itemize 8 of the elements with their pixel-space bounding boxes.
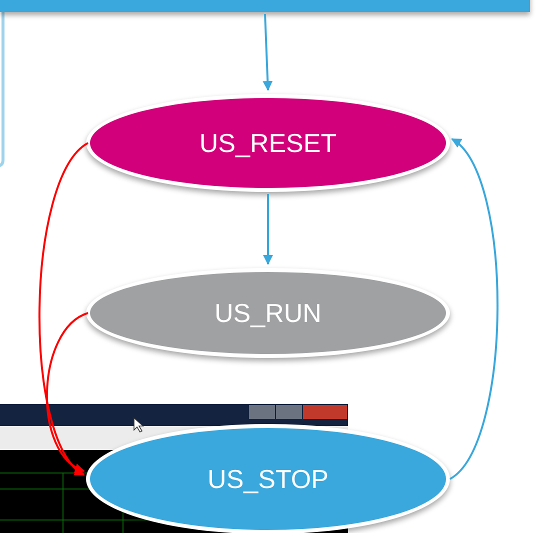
arrow <box>46 312 88 472</box>
arrow <box>38 142 89 476</box>
state-label: US_STOP <box>208 462 328 496</box>
state-label: US_RESET <box>199 126 337 160</box>
arrow <box>262 14 273 91</box>
state-label: US_RUN <box>214 296 322 330</box>
arrow <box>263 194 273 265</box>
arrow <box>449 138 498 480</box>
